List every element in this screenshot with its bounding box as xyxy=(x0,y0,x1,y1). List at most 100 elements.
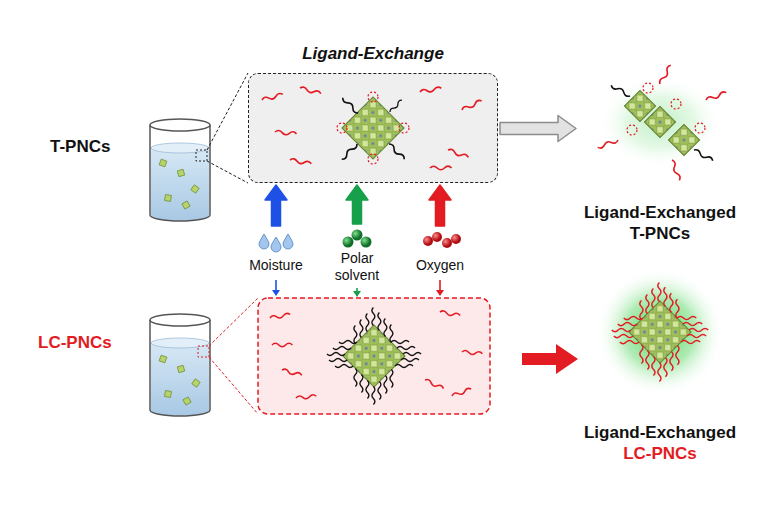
beaker xyxy=(207,73,248,150)
ligand-chain xyxy=(333,347,351,350)
oxygen-molecules xyxy=(423,236,433,246)
ligand-chain xyxy=(282,368,303,377)
perovskite-crystal xyxy=(343,325,405,387)
process-arrow xyxy=(500,116,576,142)
beaker xyxy=(151,343,209,416)
stimulus-name: Moisture xyxy=(249,257,303,274)
ligand-chain xyxy=(390,324,393,342)
ligand-chain xyxy=(391,341,409,344)
ligand-chain xyxy=(401,359,419,362)
panel-heading: Ligand-Exchange xyxy=(249,44,497,64)
ligand-chain xyxy=(652,356,655,375)
result-caption: T-PNCs xyxy=(630,224,690,244)
stimulus-arrow xyxy=(265,185,287,226)
ligand-chain xyxy=(341,96,359,114)
degraded-crystal xyxy=(643,83,653,93)
ligand-chain xyxy=(658,64,672,85)
ligand-chain xyxy=(683,322,702,325)
perovskite-crystal xyxy=(337,123,347,133)
ligand-chain xyxy=(612,328,631,331)
ligand-chain xyxy=(693,148,714,162)
beaker xyxy=(177,169,184,176)
beaker xyxy=(209,298,258,346)
beaker xyxy=(183,397,191,405)
small-arrows xyxy=(272,290,280,296)
beaker xyxy=(151,148,209,221)
stimulus-arrow xyxy=(346,185,368,224)
ligand-chain xyxy=(360,374,363,392)
ligand-chain xyxy=(390,370,393,388)
beaker xyxy=(165,391,172,398)
ligand-chain xyxy=(664,358,667,377)
ligand-chain xyxy=(689,328,708,331)
ligand-chain xyxy=(610,84,631,98)
ligand-chain xyxy=(430,166,452,170)
ligand-chain xyxy=(335,365,353,368)
result-caption: LC-PNCs xyxy=(623,444,697,464)
ligand-chain xyxy=(366,380,369,398)
ligand-chain xyxy=(670,352,673,371)
stimulus-name: Polar solvent xyxy=(322,250,392,284)
ligand-chain xyxy=(372,308,375,326)
ligand-chain xyxy=(262,93,284,102)
ligand-chain xyxy=(327,353,345,356)
stimulus-name: Oxygen xyxy=(416,257,464,274)
passivated-crystal xyxy=(596,268,724,396)
ligand-chain xyxy=(378,312,381,330)
ligand-chain xyxy=(451,387,471,397)
beaker xyxy=(150,298,258,416)
degraded-crystal xyxy=(598,76,722,168)
degraded-crystal xyxy=(671,99,681,109)
ligand-chain xyxy=(614,334,633,337)
ligand-chain xyxy=(340,143,358,161)
ligand-chain xyxy=(646,350,649,369)
ligand-chain xyxy=(462,350,483,355)
sample-label: T-PNCs xyxy=(50,137,110,157)
ligand-chain xyxy=(670,293,673,312)
ligand-chain xyxy=(354,326,357,344)
ligand-chain xyxy=(420,86,442,93)
ligand-chain xyxy=(372,386,375,404)
zoom-panel xyxy=(258,298,490,414)
ligand-chain xyxy=(296,395,317,400)
beaker xyxy=(159,355,200,405)
ligand-chain xyxy=(620,340,639,343)
passivated-crystal xyxy=(629,301,691,363)
ligand-chain xyxy=(366,314,369,332)
stimulus-item: Moisture xyxy=(240,228,312,276)
small-arrows xyxy=(436,290,444,296)
process-arrow xyxy=(522,344,578,374)
ligand-chain xyxy=(354,368,357,386)
water-droplets xyxy=(271,237,281,252)
ligand-chain xyxy=(440,310,461,317)
result-caption: Ligand-Exchanged xyxy=(584,423,736,443)
ligand-chain xyxy=(461,99,482,111)
beaker xyxy=(192,379,200,387)
water-droplets xyxy=(259,234,293,252)
ligand-chain xyxy=(658,282,661,301)
stimulus-arrow xyxy=(429,185,451,226)
ligand-chain xyxy=(270,313,291,320)
degraded-crystal xyxy=(695,123,705,133)
ligand-chain xyxy=(676,299,679,318)
ligand-chain xyxy=(687,334,706,337)
ligand-chain xyxy=(676,346,679,365)
ligand-chain xyxy=(664,287,667,306)
beaker xyxy=(159,159,167,167)
ligand-chain xyxy=(339,341,357,344)
beaker xyxy=(150,320,210,416)
water-droplets xyxy=(283,234,293,249)
ligand-chain xyxy=(329,359,347,362)
ligand-chain xyxy=(397,347,415,350)
solvent-molecules xyxy=(361,237,372,248)
ligand-chain xyxy=(705,91,727,102)
ligand-chain xyxy=(384,376,387,394)
beaker xyxy=(150,125,210,221)
beaker xyxy=(196,150,207,161)
stimulus-item: Oxygen xyxy=(404,228,476,276)
ligand-chain xyxy=(447,148,469,159)
beaker xyxy=(150,73,248,221)
zoom-box: Ligand-Exchange xyxy=(248,73,498,183)
ligand-chain xyxy=(395,365,413,368)
